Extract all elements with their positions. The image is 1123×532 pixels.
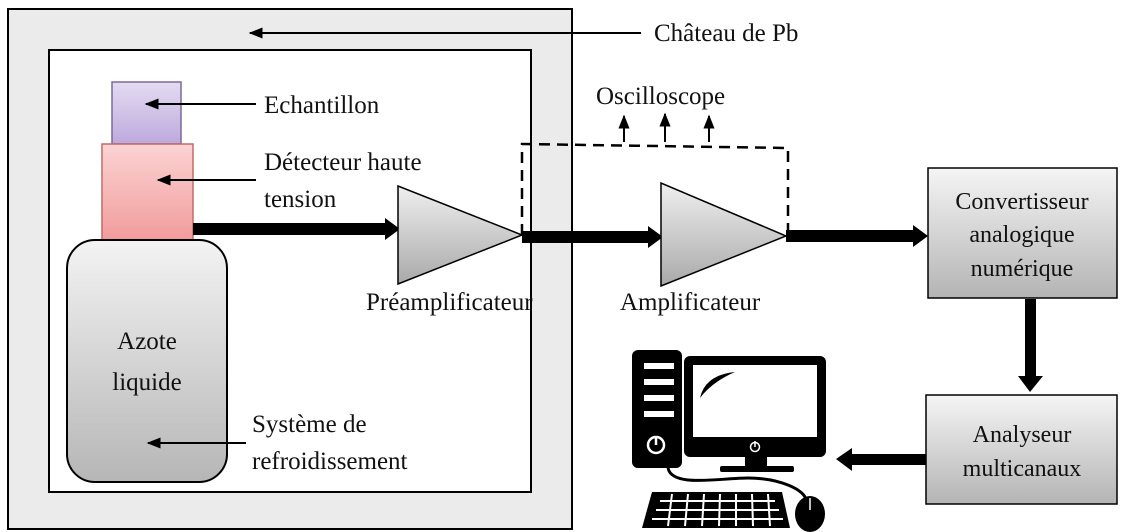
detector-label-line2: tension — [264, 186, 337, 213]
detector-label-line1: Détecteur haute — [264, 149, 422, 176]
detector — [101, 143, 194, 241]
adc-label-line3: numérique — [971, 256, 1074, 282]
amp-label: Amplificateur — [620, 289, 761, 316]
mca-label-line1: Analyseur — [973, 422, 1072, 448]
mca-box — [925, 394, 1118, 505]
preamp-label: Préamplificateur — [366, 289, 533, 316]
oscilloscope-label: Oscilloscope — [596, 83, 725, 110]
nitrogen-label-line1: Azote — [117, 328, 177, 355]
signal-arrow-amp-adc — [786, 225, 928, 247]
adc-label-line2: analogique — [969, 222, 1074, 248]
nitrogen-dewar — [66, 239, 228, 483]
signal-arrow-adc-mca — [1018, 299, 1043, 392]
lead-castle-label: Château de Pb — [654, 20, 798, 47]
signal-arrow-mca-computer — [836, 448, 926, 471]
oscilloscope-tap — [520, 112, 790, 235]
amplifier — [660, 181, 788, 288]
cooling-label-line2: refroidissement — [252, 448, 408, 475]
signal-arrow-detector-preamp — [193, 218, 400, 240]
sample-label: Echantillon — [264, 92, 380, 119]
cooling-label-line1: Système de — [252, 411, 367, 438]
desktop-computer-icon — [632, 350, 826, 532]
signal-arrow-preamp-amp — [522, 226, 663, 248]
adc-box — [927, 167, 1118, 299]
preamplifier — [397, 184, 525, 286]
sample — [111, 81, 182, 145]
mca-label-line2: multicanaux — [963, 456, 1082, 482]
nitrogen-label-line2: liquide — [112, 369, 181, 396]
adc-label-line1: Convertisseur — [955, 189, 1088, 215]
